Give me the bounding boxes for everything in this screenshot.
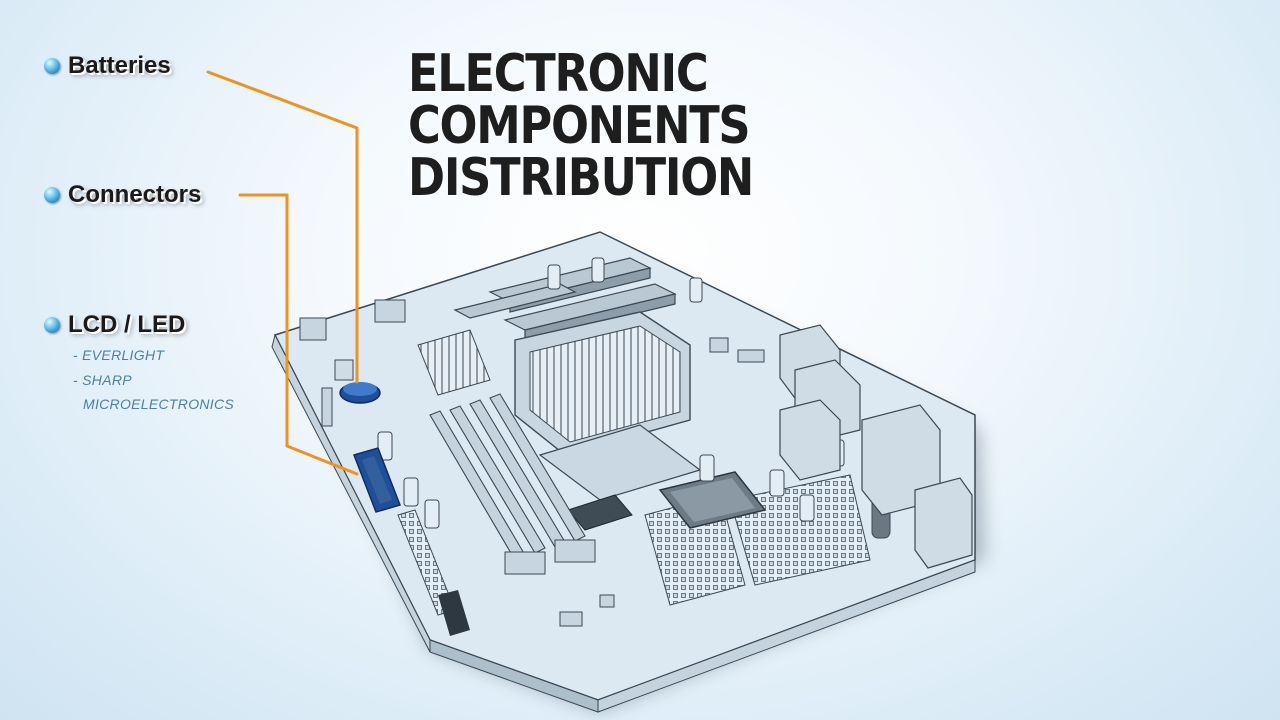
- bullet-label-batteries: Batteries: [68, 52, 171, 79]
- title-line-3: DISTRIBUTION: [408, 148, 754, 208]
- page-title: ELECTRONIC COMPONENTS DISTRIBUTION: [408, 44, 754, 208]
- io-ports: [779, 324, 973, 569]
- sub-item-everlight: - EVERLIGHT: [73, 347, 165, 363]
- bullet-batteries: Batteries: [44, 52, 171, 80]
- connectors-leader-line: [238, 193, 359, 476]
- chipset-heatsinks: [417, 329, 871, 606]
- bullet-dot-icon: [44, 58, 60, 74]
- processor-chip: [567, 471, 767, 531]
- title-line-1: ELECTRONIC: [408, 44, 709, 104]
- battery-highlight: [334, 359, 381, 404]
- cpu-heatsink: [514, 311, 702, 501]
- memory-slots: [429, 393, 586, 561]
- bullet-lcd-led: LCD / LED: [44, 311, 185, 339]
- connector-highlight: [353, 447, 401, 513]
- bullet-label-connectors: Connectors: [68, 181, 202, 208]
- bullet-label-lcd-led: LCD / LED: [68, 311, 186, 338]
- bullet-connectors: Connectors: [44, 181, 201, 209]
- power-connector: [397, 509, 470, 636]
- sub-item-microelectronics: MICROELECTRONICS: [83, 396, 235, 412]
- leader-lines: [206, 70, 359, 476]
- bullet-dot-icon: [44, 317, 60, 333]
- batteries-leader-line: [206, 70, 359, 384]
- title-line-2: COMPONENTS: [408, 96, 751, 156]
- bullet-dot-icon: [44, 187, 60, 203]
- board-headers: [299, 299, 765, 627]
- sub-item-sharp: - SHARP: [73, 372, 132, 388]
